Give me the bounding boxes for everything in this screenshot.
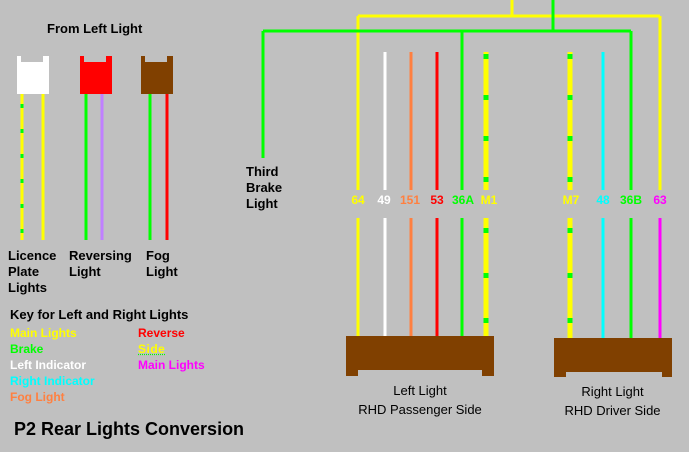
key-main-lights: Main Lights	[10, 326, 77, 340]
pin-m7: M7	[562, 193, 580, 207]
reversing-label: Reversing Light	[69, 248, 132, 279]
fog-label: Fog Light	[146, 248, 178, 279]
licence-plug	[17, 56, 49, 94]
pin-36b: 36B	[619, 193, 642, 207]
pin-151: 151	[399, 193, 421, 207]
left-light-plugs	[17, 56, 173, 240]
key-brake: Brake	[10, 342, 44, 356]
upper-pin-wires	[383, 52, 605, 190]
pin-36a: 36A	[451, 193, 474, 207]
right-connector-body	[554, 338, 672, 377]
left-connector-caption: Left Light RHD Passenger Side	[358, 383, 482, 417]
lower-pin-wires	[356, 218, 662, 338]
top-bus-wires	[261, 0, 662, 190]
diagram-title: P2 Rear Lights Conversion	[14, 419, 245, 439]
left-connector-body	[346, 336, 494, 376]
third-brake-label: Third Brake Light	[246, 164, 283, 211]
fog-plug	[141, 56, 173, 94]
pin-48: 48	[596, 193, 610, 207]
pin-49: 49	[377, 193, 391, 207]
left-header: From Left Light	[47, 21, 143, 36]
reversing-plug	[80, 56, 112, 94]
key-fog-light: Fog Light	[10, 390, 65, 404]
pin-m1: M1	[480, 193, 498, 207]
key-left-indicator: Left Indicator	[10, 358, 87, 372]
right-connector-caption: Right Light RHD Driver Side	[564, 384, 661, 418]
key-right-indicator: Right Indicator	[10, 374, 95, 388]
pin-53: 53	[430, 193, 444, 207]
pin-63: 63	[653, 193, 667, 207]
key-reverse: Reverse	[138, 326, 185, 340]
key-side: Side	[138, 342, 166, 356]
licence-plate-label: Licence Plate Lights	[8, 248, 57, 295]
pin-64: 64	[351, 193, 365, 207]
key-main-lights-alt: Main Lights	[138, 358, 205, 372]
key-heading: Key for Left and Right Lights	[10, 307, 189, 322]
bottom-connectors	[346, 336, 672, 377]
